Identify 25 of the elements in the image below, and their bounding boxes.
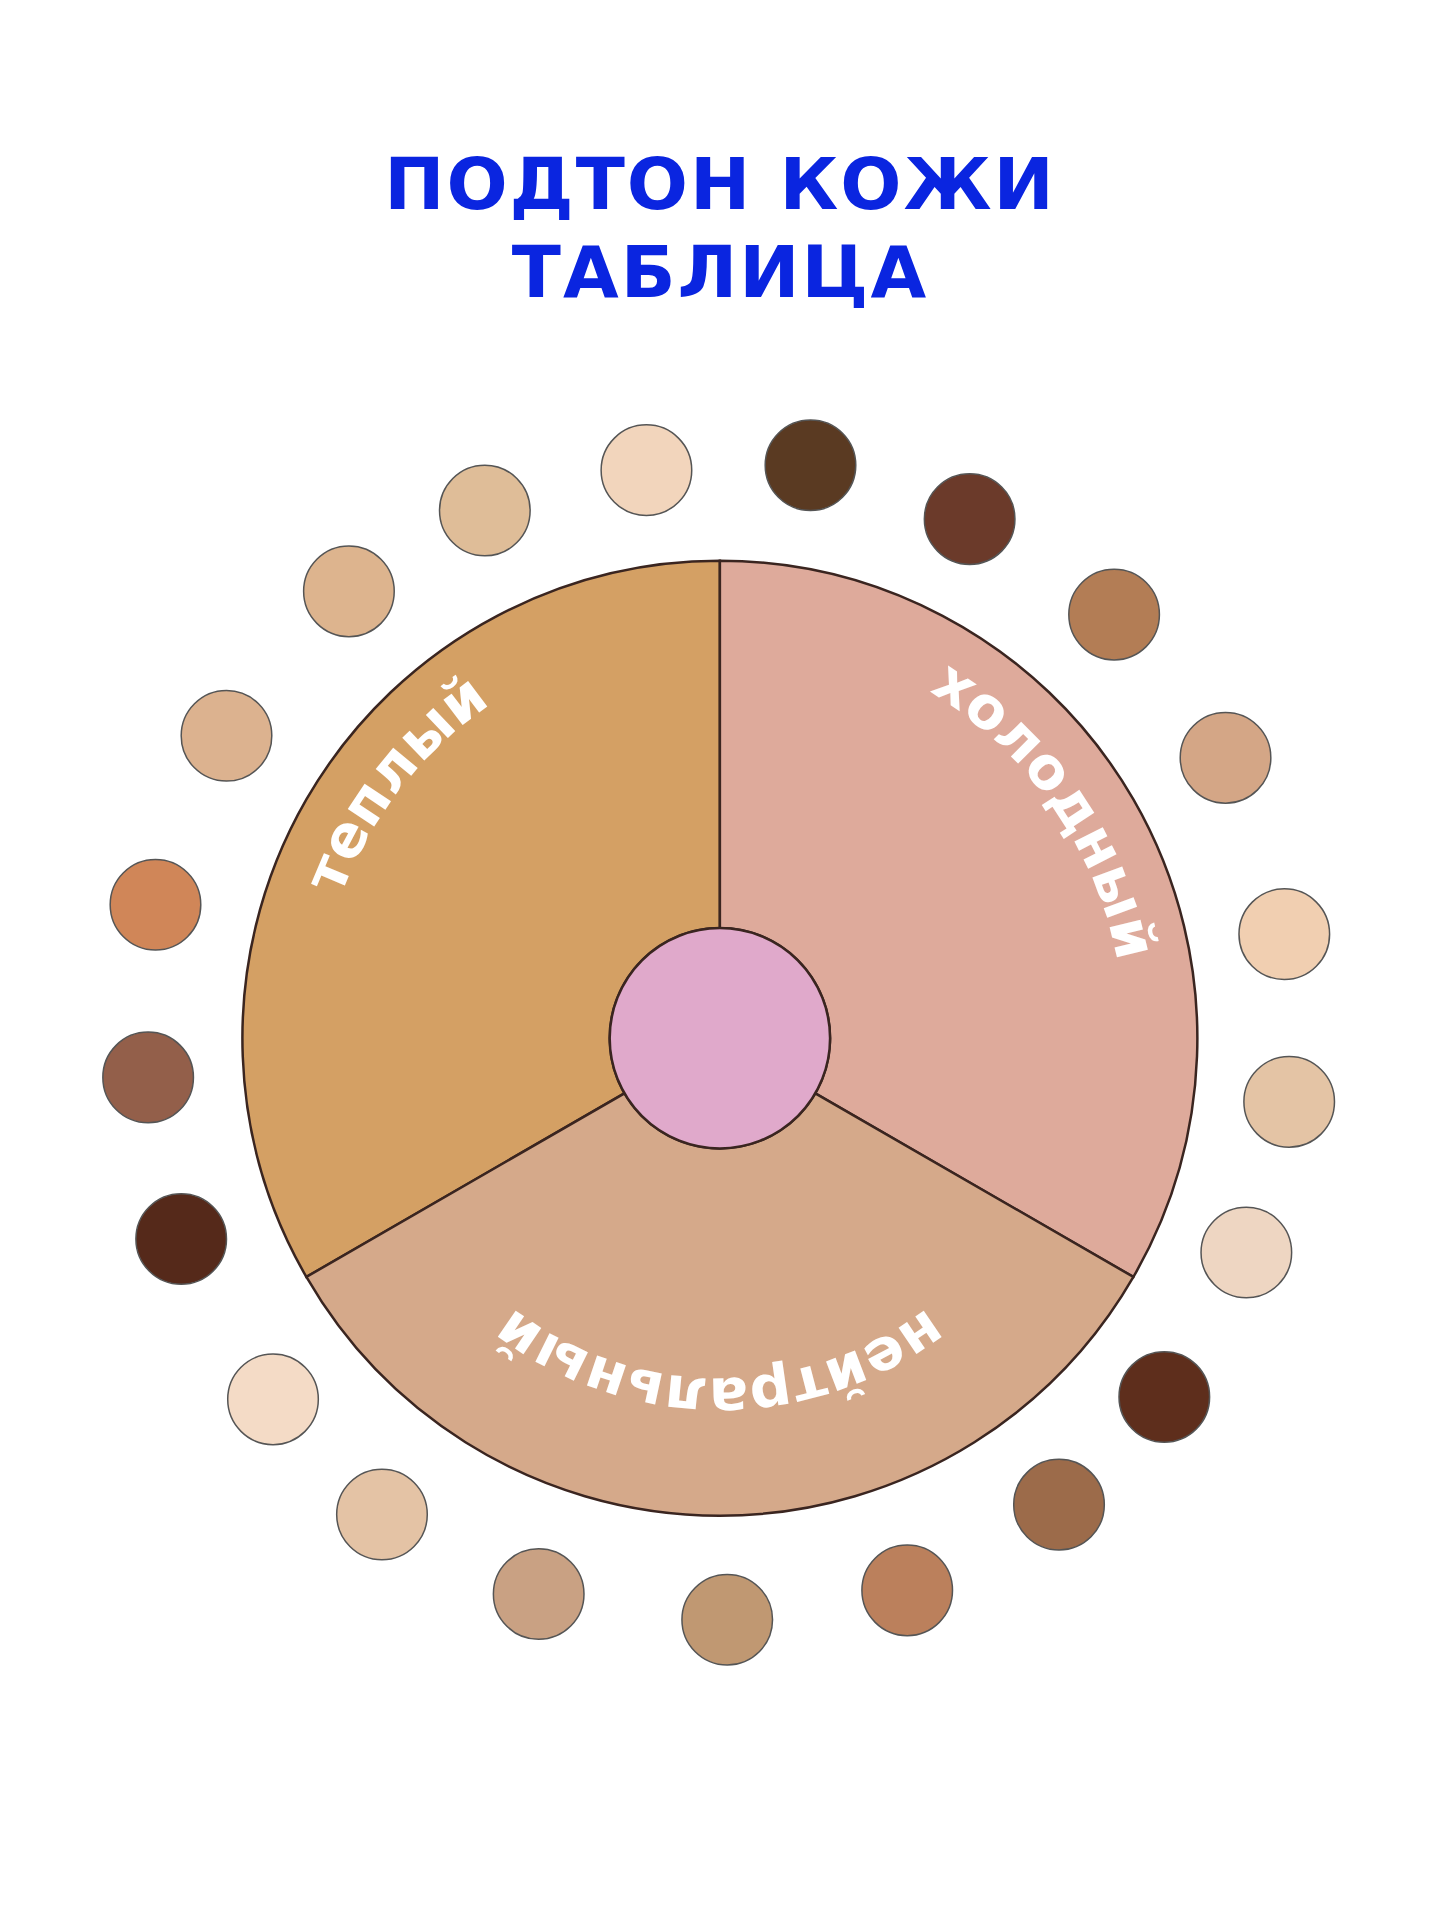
skin-tone-swatch	[1200, 1206, 1293, 1299]
skin-tone-swatch	[681, 1573, 774, 1666]
skin-tone-swatch	[861, 1544, 954, 1637]
title: ПОДТОН КОЖИ ТАБЛИЦА	[383, 141, 1057, 316]
center-circle	[608, 926, 832, 1150]
skin-tone-swatch	[1012, 1458, 1106, 1551]
skin-tone-swatch	[335, 1468, 429, 1561]
skin-tone-swatch	[226, 1353, 320, 1446]
skin-tone-swatch	[109, 858, 202, 951]
skin-tone-swatch	[764, 419, 857, 512]
wheel-sector	[241, 559, 722, 1279]
skin-tone-swatch	[600, 424, 693, 517]
skin-tone-swatch	[1238, 888, 1331, 981]
skin-tone-swatch	[302, 545, 395, 638]
skin-tone-swatch	[492, 1548, 585, 1641]
skin-tone-swatch	[438, 464, 531, 557]
skin-tone-swatch	[135, 1192, 228, 1286]
skin-tone-swatch	[180, 689, 273, 782]
skin-tone-swatch	[1068, 568, 1161, 661]
skin-tone-swatch	[923, 473, 1016, 566]
wheel-sector	[305, 1092, 1135, 1517]
skin-tone-swatch	[1118, 1350, 1211, 1443]
skin-tone-swatch	[102, 1031, 195, 1124]
skin-tone-swatch	[1243, 1055, 1336, 1148]
skin-tone-swatch	[1179, 711, 1272, 804]
